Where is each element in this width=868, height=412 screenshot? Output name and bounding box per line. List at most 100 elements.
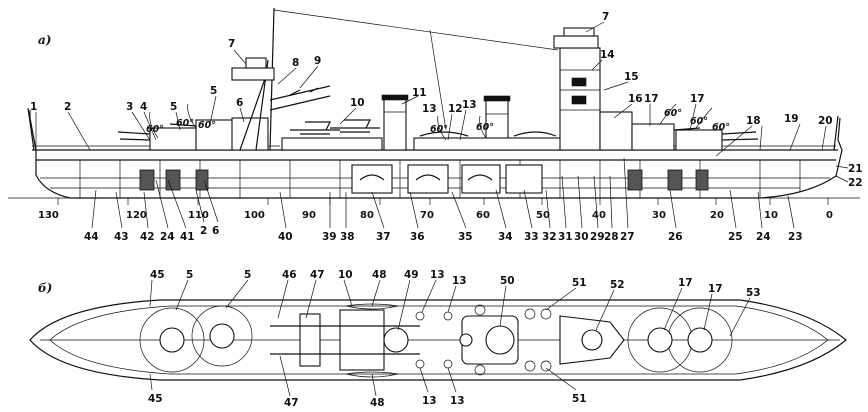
callout-17: 17 <box>708 283 723 295</box>
callout-9: 9 <box>314 55 321 67</box>
angle-label: 60° <box>146 124 164 135</box>
callout-41: 41 <box>180 231 195 243</box>
callout-47: 47 <box>310 269 325 281</box>
callout-27: 27 <box>620 231 635 243</box>
callout-2: 2 <box>200 225 207 237</box>
frame-ticks <box>57 198 829 205</box>
callout-13: 13 <box>452 275 467 287</box>
callout-19: 19 <box>784 113 799 125</box>
seaplanes <box>290 119 380 135</box>
frame-number: 0 <box>826 210 833 221</box>
gun-elevation-arcs <box>149 103 713 141</box>
plan-leader-lines <box>149 279 751 397</box>
profile-leader-lines <box>35 21 849 183</box>
callout-25: 25 <box>728 231 743 243</box>
antenna-wire <box>273 9 559 51</box>
callout-37: 37 <box>376 231 391 243</box>
callout-33: 33 <box>524 231 539 243</box>
frame-number: 120 <box>126 210 147 221</box>
callout-11: 11 <box>412 87 427 99</box>
callout-13: 13 <box>450 395 465 407</box>
callout-5: 5 <box>244 269 251 281</box>
callout-13: 13 <box>430 269 445 281</box>
aft-mast <box>231 7 275 151</box>
bridge-tower <box>553 27 601 151</box>
angle-label: 60° <box>690 116 708 127</box>
callout-24: 24 <box>160 231 175 243</box>
frame-number: 50 <box>536 210 550 221</box>
callout-5: 5 <box>186 269 193 281</box>
frame-number: 110 <box>188 210 209 221</box>
callout-35: 35 <box>458 231 473 243</box>
catapult-area <box>270 309 420 371</box>
bow-stem <box>837 117 841 141</box>
callout-44: 44 <box>84 231 99 243</box>
callout-15: 15 <box>624 71 639 83</box>
plan-view: б) <box>29 269 847 409</box>
callout-48: 48 <box>372 269 387 281</box>
callout-45: 45 <box>148 393 163 405</box>
callout-51: 51 <box>572 393 587 405</box>
angle-label: 60° <box>476 122 494 133</box>
callout-28: 28 <box>604 231 619 243</box>
callout-4: 4 <box>140 101 147 113</box>
callout-5: 5 <box>170 101 177 113</box>
funnels-plan <box>459 315 519 365</box>
callout-12: 12 <box>448 103 463 115</box>
callout-7: 7 <box>228 38 235 50</box>
callout-22: 22 <box>848 177 863 189</box>
forward-turret-1 <box>631 123 701 151</box>
profile-view-caption: а) <box>38 33 51 47</box>
ship-boats <box>413 131 565 151</box>
callout-45: 45 <box>150 269 165 281</box>
callout-2: 2 <box>64 101 71 113</box>
frame-number: 80 <box>360 210 374 221</box>
callout-3: 3 <box>126 101 133 113</box>
profile-view: а) <box>8 7 863 243</box>
callout-21: 21 <box>848 163 863 175</box>
boats-plan <box>345 303 399 378</box>
callout-6: 6 <box>212 225 219 237</box>
plan-view-caption: б) <box>38 281 52 295</box>
callout-17: 17 <box>644 93 659 105</box>
frame-number: 30 <box>652 210 666 221</box>
callout-7: 7 <box>602 11 609 23</box>
deck-outline <box>29 299 847 381</box>
stern-flagstaff <box>27 107 35 151</box>
callout-40: 40 <box>278 231 293 243</box>
aft-turret-1 <box>117 127 197 151</box>
callout-31: 31 <box>558 231 573 243</box>
callout-43: 43 <box>114 231 129 243</box>
frame-number: 10 <box>764 210 778 221</box>
callout-8: 8 <box>292 57 299 69</box>
callout-38: 38 <box>340 231 355 243</box>
callout-34: 34 <box>498 231 513 243</box>
callout-13: 13 <box>422 395 437 407</box>
jackstaff <box>833 115 839 151</box>
callout-16: 16 <box>628 93 643 105</box>
callout-26: 26 <box>668 231 683 243</box>
angle-label: 60° <box>430 124 448 135</box>
bridge-plan <box>559 315 625 365</box>
angle-label: 60° <box>712 122 730 133</box>
callout-10: 10 <box>338 269 353 281</box>
aft-funnel <box>381 94 409 151</box>
angle-label: 60° <box>198 120 216 131</box>
callout-36: 36 <box>410 231 425 243</box>
callout-47: 47 <box>284 397 299 409</box>
callout-51: 51 <box>572 277 587 289</box>
forward-turret-arcs <box>627 307 733 373</box>
callout-39: 39 <box>322 231 337 243</box>
callout-14: 14 <box>600 49 615 61</box>
callout-46: 46 <box>282 269 297 281</box>
callout-24: 24 <box>756 231 771 243</box>
callout-29: 29 <box>590 231 605 243</box>
callout-20: 20 <box>818 115 833 127</box>
frame-number: 20 <box>710 210 724 221</box>
callout-50: 50 <box>500 275 515 287</box>
callout-52: 52 <box>610 279 625 291</box>
callout-13: 13 <box>462 99 477 111</box>
callout-1: 1 <box>30 101 37 113</box>
callout-23: 23 <box>788 231 803 243</box>
